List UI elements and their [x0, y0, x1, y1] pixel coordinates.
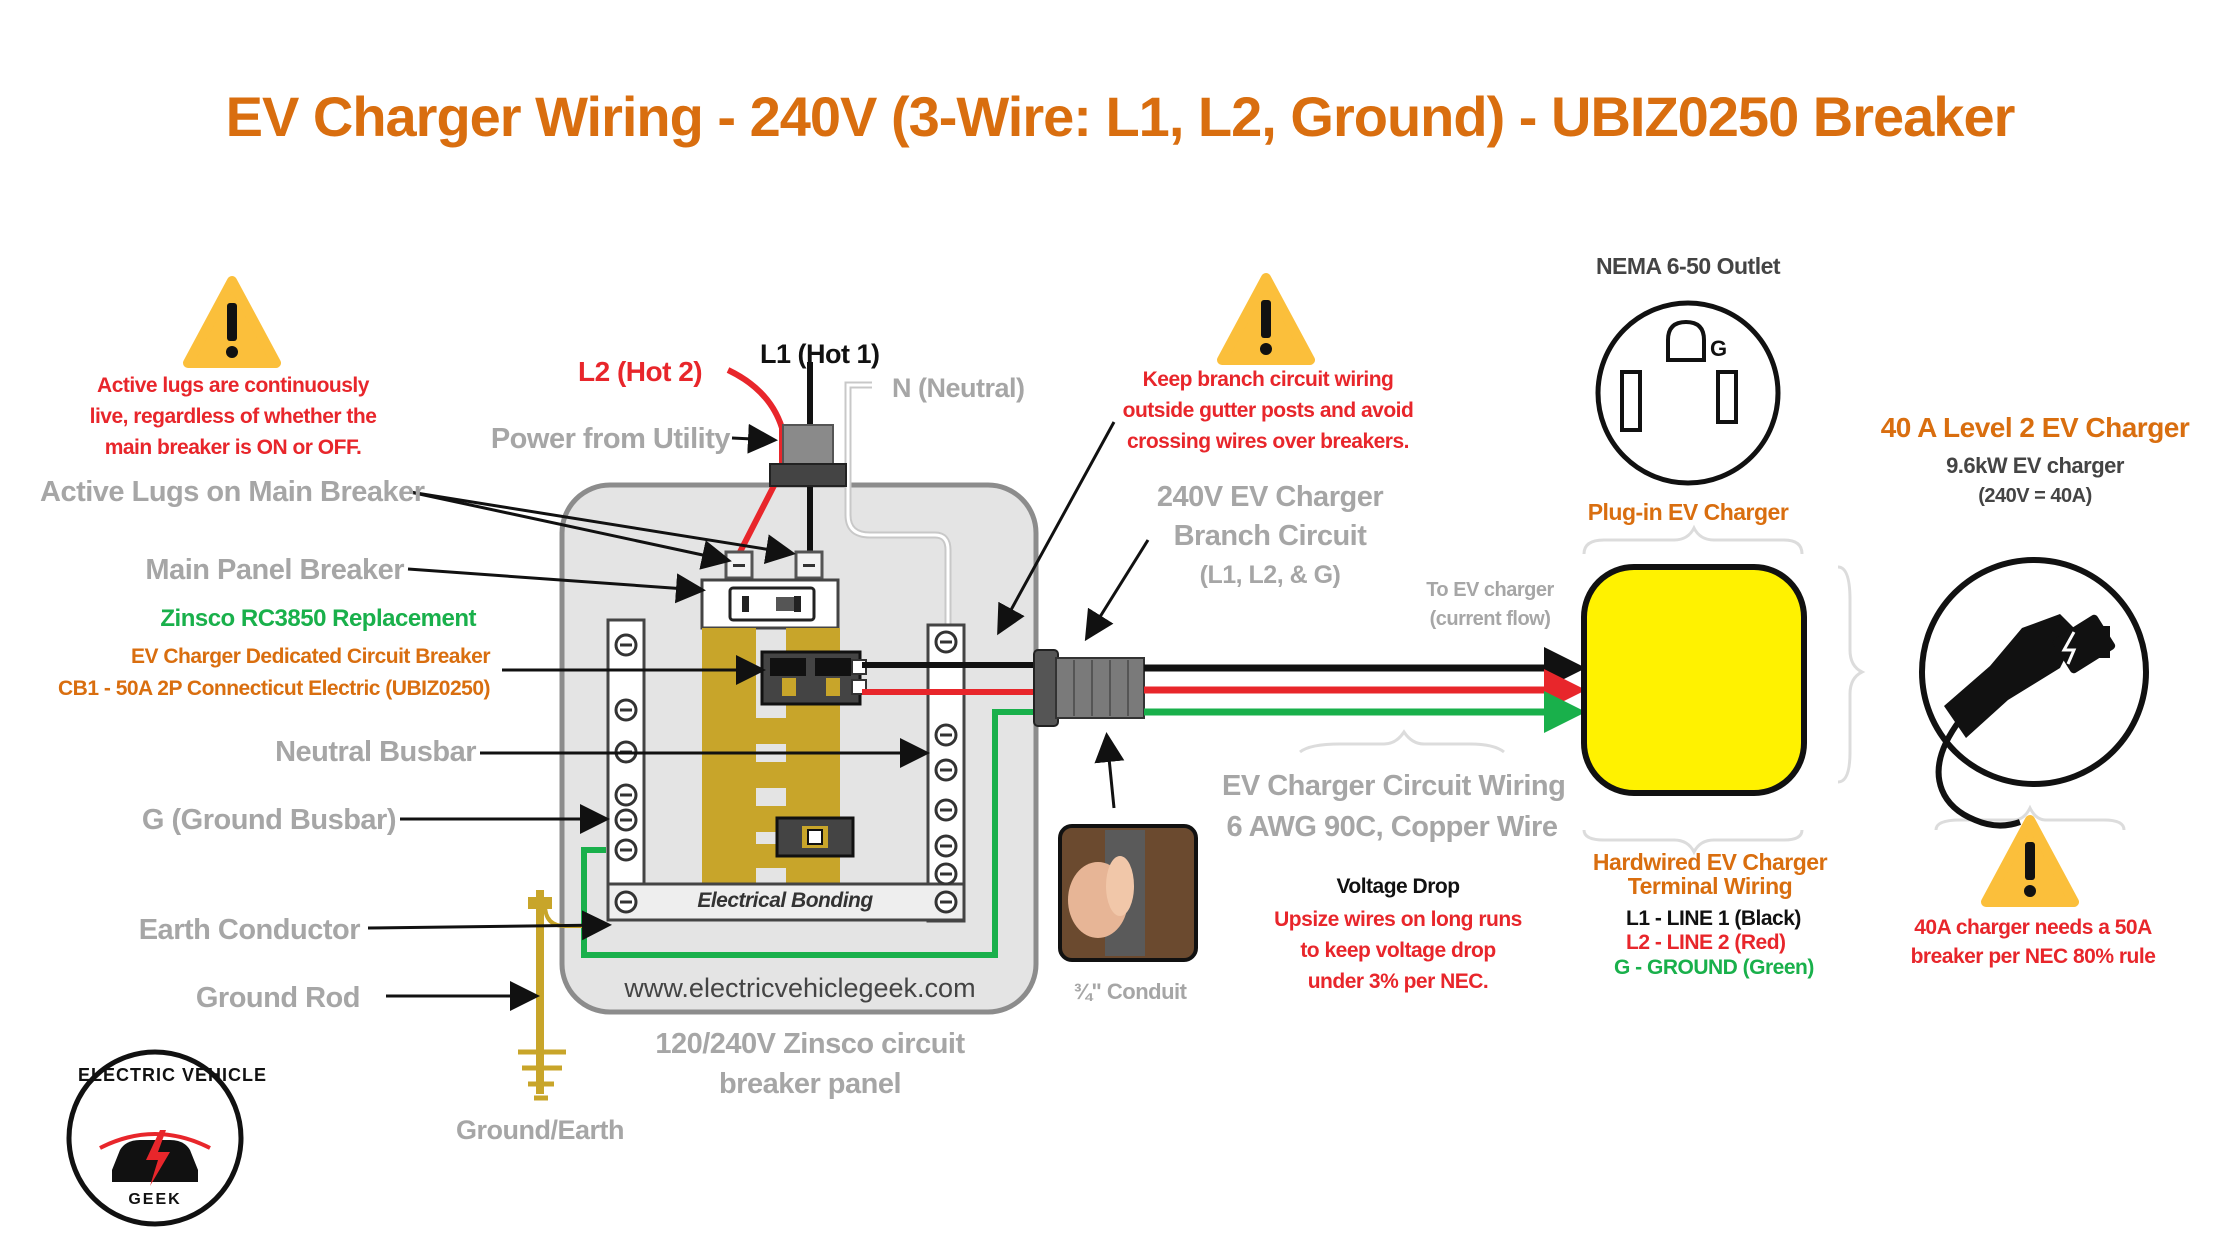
- bonding-bar: [606, 882, 966, 922]
- branch-title-line: Branch Circuit: [1173, 520, 1367, 552]
- warning-lugs-text: Active lugs are continuously live, regar…: [78, 370, 388, 463]
- charger-title: 40 A Level 2 EV Charger: [1880, 412, 2190, 443]
- neutral-label: N (Neutral): [892, 373, 1025, 403]
- ground-busbar-label: G (Ground Busbar): [141, 804, 397, 836]
- busbar-screw: [614, 633, 638, 657]
- charger-terminal-box: [1581, 564, 1807, 796]
- service-entrance-clamp: [769, 463, 847, 487]
- circuit-wiring-line: 6 AWG 90C, Copper Wire: [1226, 811, 1558, 843]
- ev-charger-plug-icon: [1919, 557, 2149, 829]
- neutral-busbar-label: Neutral Busbar: [275, 736, 476, 768]
- warning-line: main breaker is ON or OFF.: [104, 436, 362, 459]
- active-lugs-label: Active Lugs on Main Breaker: [40, 476, 425, 508]
- circuit-wiring-line: EV Charger Circuit Wiring: [1222, 770, 1566, 802]
- conduit-label: ¾" Conduit: [1073, 979, 1187, 1004]
- conduit-body: [1055, 657, 1145, 719]
- service-entrance-block: [782, 424, 834, 468]
- logo-bottom-text: GEEK: [128, 1191, 182, 1208]
- warning-icon: [183, 276, 281, 368]
- to-charger-label: To EV charger (current flow): [1400, 576, 1580, 634]
- busbar-screw: [934, 862, 958, 886]
- logo-badge: [66, 1049, 244, 1227]
- terminal-l2: L2 - LINE 2 (Red): [1626, 931, 1786, 954]
- panel-caption-line: breaker panel: [718, 1068, 902, 1100]
- website-label: www.electricvehiclegeek.com: [624, 973, 976, 1003]
- busbar-screws: [614, 630, 958, 914]
- leader-arrows: [367, 421, 1150, 1011]
- panel-caption: 120/240V Zinsco circuit breaker panel: [620, 1024, 1000, 1104]
- busbar-screw: [614, 808, 638, 832]
- warning-icon: [1981, 815, 2079, 907]
- zinsco-label: Zinsco RC3850 Replacement: [160, 605, 476, 632]
- warning-line: breaker per NEC 80% rule: [1910, 945, 2156, 968]
- warning-line: Keep branch circuit wiring: [1142, 368, 1394, 391]
- logo-top-text: ELECTRIC VEHICLE: [78, 1065, 268, 1085]
- ground-rod-label: Ground Rod: [195, 982, 361, 1014]
- voltage-drop-line: to keep voltage drop: [1300, 939, 1496, 962]
- l2-label: L2 (Hot 2): [578, 356, 703, 387]
- terminal-l1: L1 - LINE 1 (Black): [1626, 907, 1801, 930]
- voltage-drop-heading: Voltage Drop: [1336, 875, 1460, 898]
- busbar-screw: [934, 758, 958, 782]
- charger-spec: (240V = 40A): [1978, 485, 2092, 507]
- ground-branch-wire: [581, 709, 1040, 958]
- circuit-wiring-label: EV Charger Circuit Wiring 6 AWG 90C, Cop…: [1222, 766, 1566, 848]
- to-charger-line: To EV charger: [1426, 579, 1554, 601]
- page-title: EV Charger Wiring - 240V (3-Wire: L1, L2…: [225, 85, 2016, 148]
- dedicated-breaker-model: CB1 - 50A 2P Connecticut Electric (UBIZ0…: [58, 677, 490, 700]
- conduit-photo: [1058, 824, 1198, 962]
- terminal-caption: Hardwired EV Charger Terminal Wiring: [1560, 850, 1860, 898]
- busbar-screw: [934, 834, 958, 858]
- branch-title-line: (L1, L2, & G): [1199, 561, 1341, 589]
- busbar-screw: [614, 838, 638, 862]
- outlet-caption: Plug-in EV Charger: [1587, 499, 1789, 525]
- ground-rod: [518, 890, 566, 1101]
- car-bolt-icon: [112, 1140, 198, 1182]
- ground-earth-label: Ground/Earth: [456, 1115, 625, 1145]
- l1-label: L1 (Hot 1): [760, 339, 880, 369]
- outlet-ground-letter: G: [1710, 336, 1727, 361]
- warning-line: live, regardless of whether the: [89, 405, 377, 428]
- warning-line: 40A charger needs a 50A: [1914, 916, 2152, 939]
- brace-lines: [1299, 524, 2126, 856]
- terminal-caption-line: Terminal Wiring: [1627, 873, 1793, 899]
- power-from-utility-label: Power from Utility: [490, 423, 731, 455]
- voltage-drop-text: Upsize wires on long runs to keep voltag…: [1238, 904, 1558, 997]
- earth-conductor-label: Earth Conductor: [138, 914, 361, 946]
- ground-busbar: [606, 618, 646, 918]
- warning-breaker-text: 40A charger needs a 50A breaker per NEC …: [1908, 913, 2158, 971]
- busbar-screw: [934, 630, 958, 654]
- busbar-screw: [934, 798, 958, 822]
- terminal-caption-line: Hardwired EV Charger: [1592, 849, 1828, 875]
- l2-service-wire: [726, 367, 785, 554]
- conduit-locknut: [1033, 649, 1059, 727]
- electrical-bonding-label: Electrical Bonding: [697, 889, 873, 912]
- branch-circuit-title: 240V EV Charger Branch Circuit (L1, L2, …: [1120, 478, 1420, 595]
- charger-subtitle: 9.6kW EV charger: [1946, 453, 2124, 478]
- busbar-screw: [614, 890, 638, 914]
- dedicated-breaker-label: EV Charger Dedicated Circuit Breaker: [131, 645, 490, 668]
- branch-title-line: 240V EV Charger: [1156, 481, 1384, 513]
- panel-caption-line: 120/240V Zinsco circuit: [655, 1028, 965, 1060]
- busbar-screw: [934, 723, 958, 747]
- busbar-screw: [934, 890, 958, 914]
- terminal-g: G - GROUND (Green): [1614, 956, 1814, 979]
- voltage-drop-line: under 3% per NEC.: [1307, 970, 1489, 993]
- to-charger-line: (current flow): [1429, 608, 1551, 630]
- warning-line: Active lugs are continuously: [97, 374, 369, 397]
- busbar-screw: [614, 783, 638, 807]
- voltage-drop-line: Upsize wires on long runs: [1274, 908, 1522, 931]
- nema-outlet-icon: [1595, 300, 1781, 486]
- warning-line: outside gutter posts and avoid: [1122, 399, 1414, 422]
- warning-line: crossing wires over breakers.: [1127, 430, 1410, 453]
- main-breaker-label: Main Panel Breaker: [145, 554, 404, 586]
- outlet-title: NEMA 6-50 Outlet: [1595, 253, 1781, 279]
- warning-branch-text: Keep branch circuit wiring outside gutte…: [1118, 364, 1418, 457]
- warning-icon: [1217, 273, 1315, 365]
- busbar-screw: [614, 698, 638, 722]
